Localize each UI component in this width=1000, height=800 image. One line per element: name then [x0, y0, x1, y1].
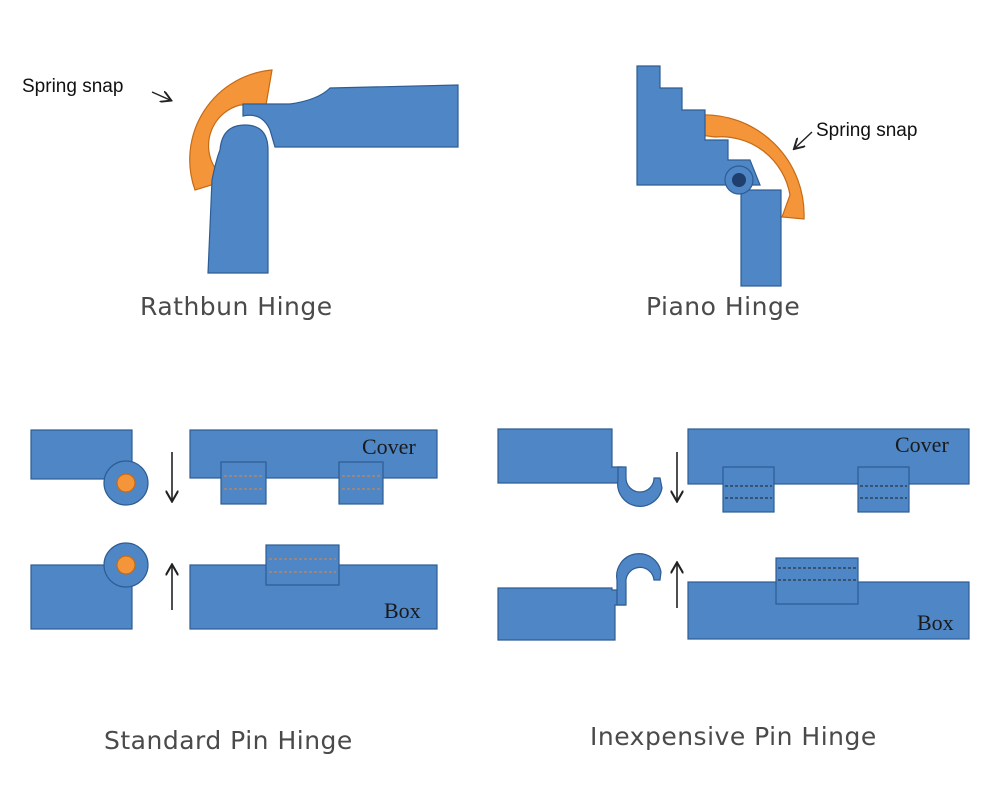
rathbun-annotation-arrow [151, 92, 170, 100]
piano-box-arm [740, 189, 782, 287]
standard-caption: Standard Pin Hinge [104, 726, 353, 755]
inexpensive-cover-knuckle-1 [722, 466, 775, 513]
standard-top-pin [116, 473, 136, 493]
rathbun-cover-arm [242, 84, 459, 148]
rathbun-caption: Rathbun Hinge [140, 292, 333, 321]
inexpensive-bottom-leaf [497, 587, 626, 641]
standard-box-knuckle [265, 544, 340, 586]
rathbun-spring-snap [189, 69, 273, 191]
standard-cover-knuckle-2 [338, 461, 384, 505]
piano-pin [732, 173, 746, 187]
inexpensive-top-hook [617, 466, 663, 507]
piano-annotation-arrow [795, 131, 813, 148]
standard-cover-knuckle-1 [220, 461, 267, 505]
standard-pin-hinge-figure: Cover Box Standard Pin Hinge [30, 429, 438, 755]
inexpensive-box-knuckle [775, 557, 859, 605]
inexpensive-pin-hinge-figure: Cover Box Inexpensive Pin Hinge [497, 428, 970, 751]
piano-hinge-figure: Spring snap Piano Hinge [636, 65, 917, 321]
rathbun-annotation: Spring snap [22, 76, 123, 97]
standard-box-label: Box [384, 598, 421, 623]
inexpensive-cover-knuckle-2 [857, 466, 910, 513]
inexpensive-box-label: Box [917, 610, 954, 635]
standard-bottom-pin [116, 555, 136, 575]
piano-stepped-cover [636, 65, 761, 186]
piano-annotation: Spring snap [816, 120, 917, 141]
standard-cover-label: Cover [362, 434, 416, 459]
inexpensive-cover-label: Cover [895, 432, 949, 457]
inexpensive-bottom-hook [616, 553, 662, 606]
piano-spring-snap [697, 114, 805, 220]
piano-caption: Piano Hinge [646, 292, 800, 321]
rathbun-box-arm [207, 124, 269, 274]
inexpensive-caption: Inexpensive Pin Hinge [590, 722, 877, 751]
rathbun-hinge-figure: Spring snap Rathbun Hinge [22, 69, 459, 321]
inexpensive-top-leaf [497, 428, 623, 484]
